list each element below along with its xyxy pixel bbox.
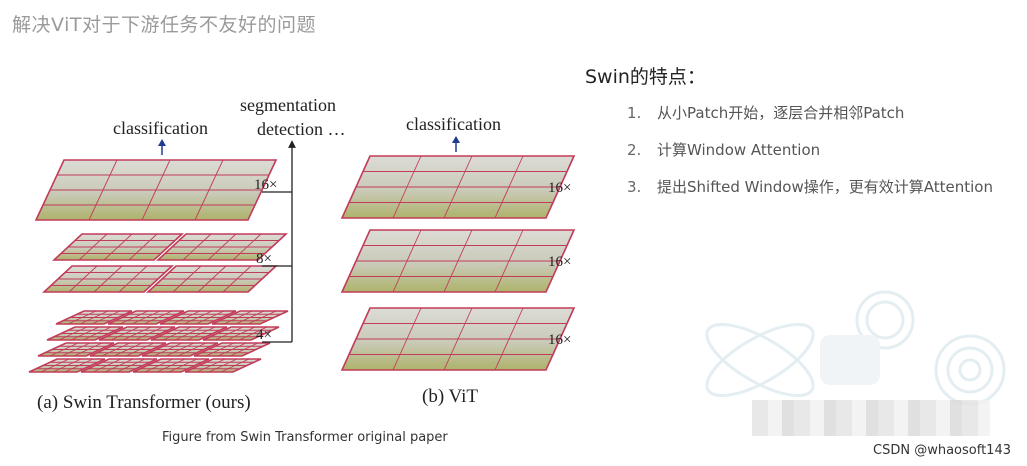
subcaption-swin: (a) Swin Transformer (ours) <box>37 392 251 413</box>
swin-stage-4x-window <box>28 358 106 373</box>
swin-stage-4x-window <box>80 358 158 373</box>
scale-label-16x-vit-1: 16× <box>548 180 571 196</box>
feature-pyramid-connector <box>262 140 296 343</box>
swin-stage-8x-window <box>41 265 175 293</box>
swin-stage-4x-window <box>132 358 210 373</box>
label-detection: detection … <box>257 119 345 139</box>
vit-stage-2 <box>340 229 576 293</box>
classification-arrow-left <box>158 139 166 155</box>
swin-stage-4x-window <box>37 342 115 357</box>
vit-stage-1 <box>340 155 576 219</box>
swin-vs-vit-figure: classification segmentation detection … … <box>28 95 576 413</box>
swin-stage-4x-window <box>89 342 167 357</box>
swin-stage-4x-window <box>193 342 271 357</box>
classification-arrow-right <box>452 136 460 152</box>
swin-stage-4x-window <box>202 326 280 341</box>
swin-stage-4x-window <box>211 310 289 325</box>
swin-stage-4x-window <box>55 310 133 325</box>
swin-stage-4x-window <box>184 358 262 373</box>
swin-stage-4x-window <box>46 326 124 341</box>
label-segmentation: segmentation <box>240 95 336 115</box>
swin-stage-16x <box>34 159 278 221</box>
feature-item-1: 1. 从小Patch开始，逐层合并相邻Patch <box>627 102 993 139</box>
feature-number: 2. <box>627 141 642 159</box>
feature-text: 计算Window Attention <box>657 141 821 159</box>
feature-number: 1. <box>627 104 642 122</box>
scale-label-8x: 8× <box>256 251 272 267</box>
blurred-region <box>752 400 990 436</box>
swin-stage-4x-window <box>107 310 185 325</box>
feature-item-3: 3. 提出Shifted Window操作，更有效计算Attention <box>627 176 993 213</box>
scale-label-4x: 4× <box>256 327 272 343</box>
scale-label-16x-vit-2: 16× <box>548 254 571 270</box>
scale-label-16x-swin: 16× <box>254 177 277 193</box>
features-list: 1. 从小Patch开始，逐层合并相邻Patch 2. 计算Window Atten… <box>627 102 993 213</box>
decorative-background-graphic <box>705 290 1006 406</box>
label-classification-right: classification <box>406 114 501 134</box>
scale-label-16x-vit-3: 16× <box>548 332 571 348</box>
swin-stage-8x-window <box>51 233 185 261</box>
swin-stage-4x-window <box>98 326 176 341</box>
subcaption-vit: (b) ViT <box>422 386 478 407</box>
figure-caption: Figure from Swin Transformer original pa… <box>162 430 448 445</box>
label-classification-left: classification <box>113 118 208 138</box>
features-heading: Swin的特点： <box>585 66 706 88</box>
csdn-watermark: CSDN @whaosoft143 <box>873 443 1011 458</box>
feature-text: 提出Shifted Window操作，更有效计算Attention <box>657 178 993 196</box>
feature-number: 3. <box>627 178 642 196</box>
swin-stage-8x-window <box>145 265 279 293</box>
swin-stage-4x-window <box>141 342 219 357</box>
feature-item-2: 2. 计算Window Attention <box>627 139 993 176</box>
slide-title: 解决ViT对于下游任务不友好的问题 <box>12 14 316 36</box>
swin-stage-4x-window <box>150 326 228 341</box>
swin-stage-8x-window <box>155 233 289 261</box>
vit-stage-3 <box>340 307 576 371</box>
swin-stage-4x-window <box>159 310 237 325</box>
feature-text: 从小Patch开始，逐层合并相邻Patch <box>657 104 905 122</box>
